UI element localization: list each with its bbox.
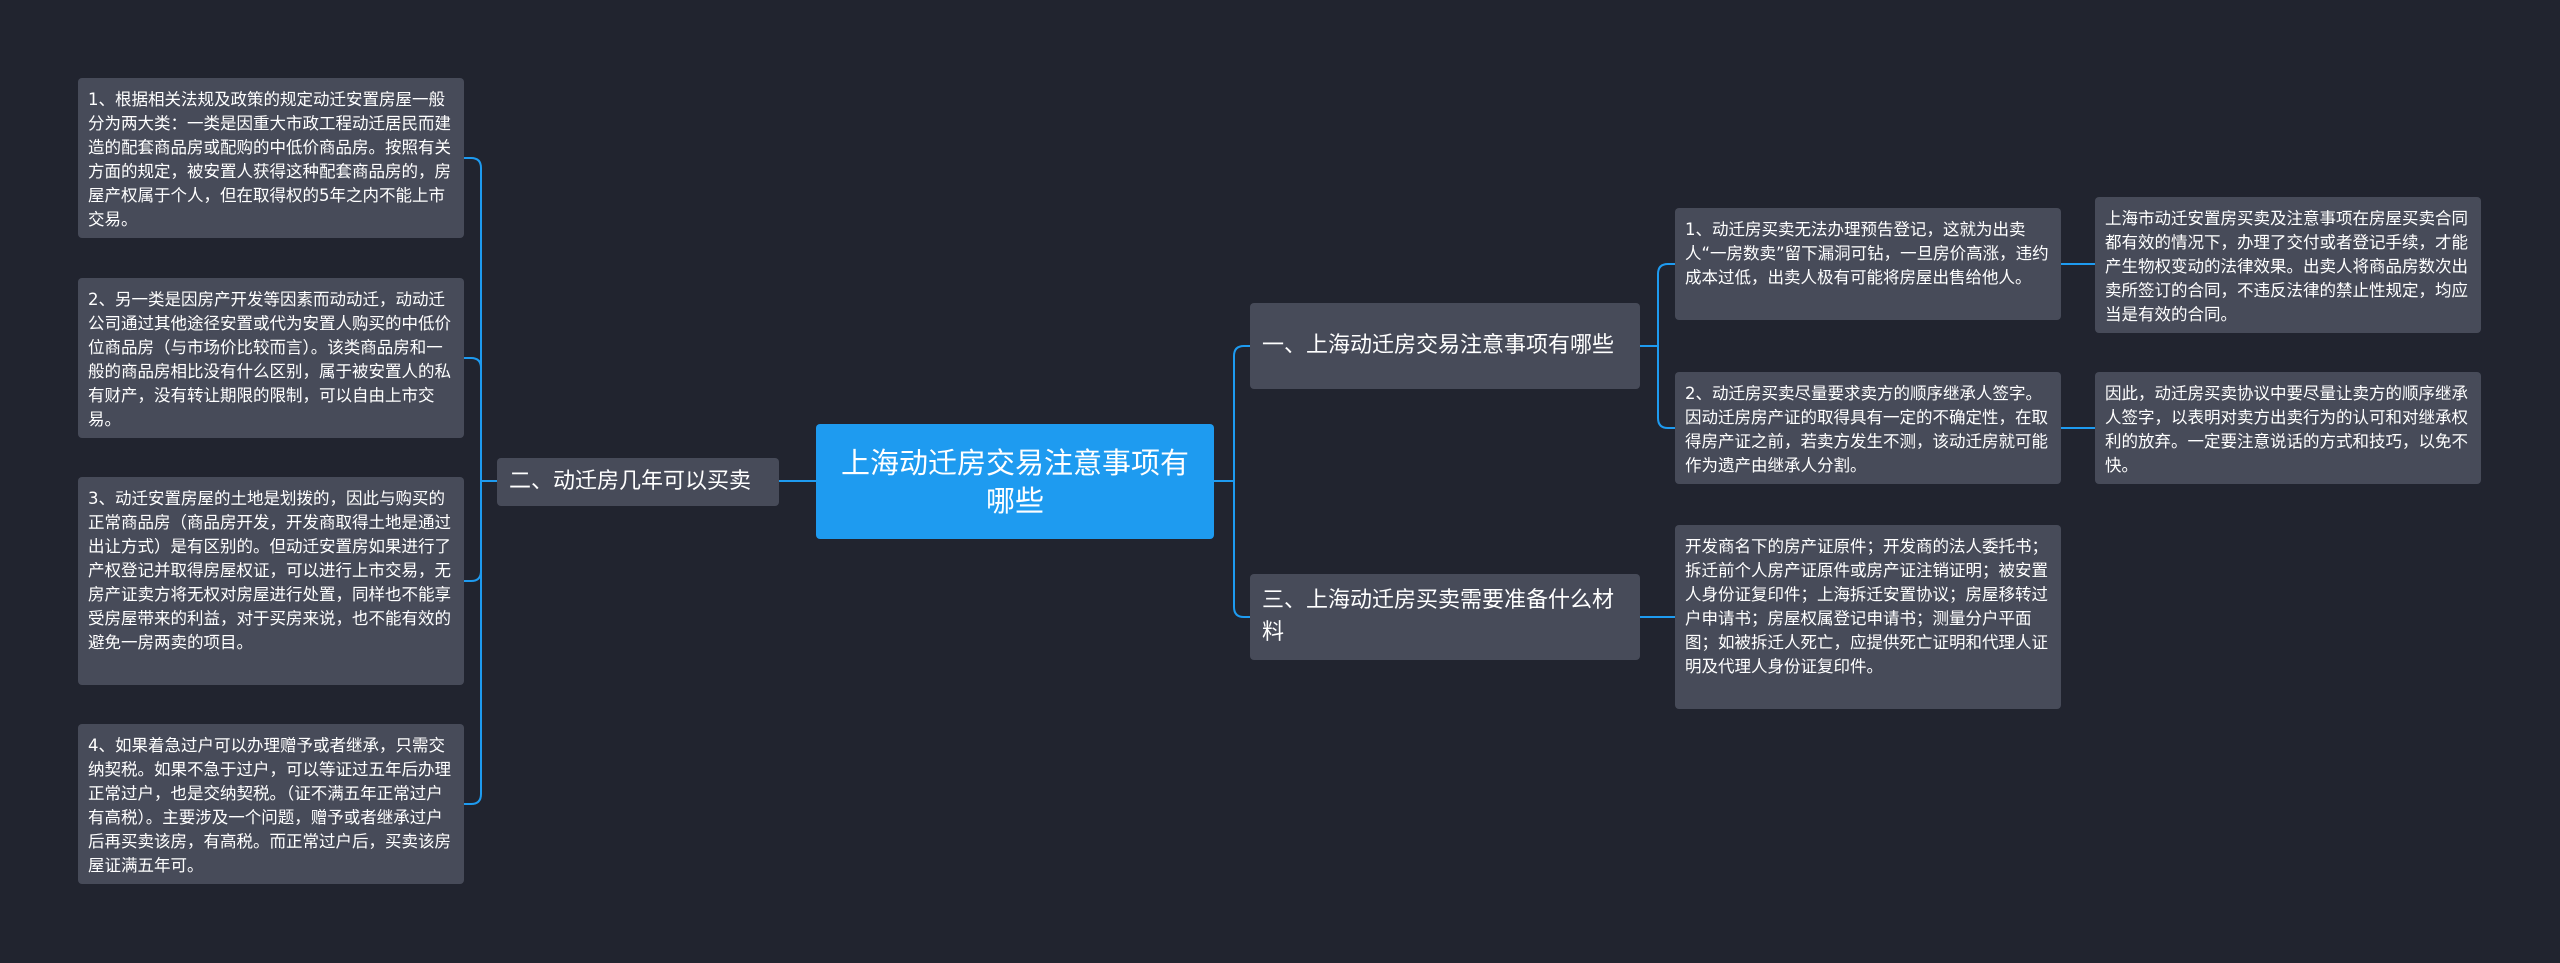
connector-left-leaf1 [464, 157, 497, 482]
leaf-right1-2[interactable]: 2、动迁房买卖尽量要求卖方的顺序继承人签字。因动迁房房产证的取得具有一定的不确定… [1675, 372, 2061, 484]
leaf-right2-1[interactable]: 开发商名下的房产证原件；开发商的法人委托书；拆迁前个人房产证原件或房产证注销证明… [1675, 525, 2061, 709]
leaf-left-2-text: 2、另一类是因房产开发等因素而动动迁，动动迁公司通过其他途径安置或代为安置人购买… [88, 290, 451, 429]
connector-right1-leaf2 [1640, 345, 1675, 429]
connector-root-right2 [1214, 480, 1250, 618]
leaf-right1-1-note[interactable]: 上海市动迁安置房买卖及注意事项在房屋买卖合同都有效的情况下，办理了交付或者登记手… [2095, 197, 2481, 333]
connector-left-leaf2 [464, 357, 497, 482]
leaf-left-3[interactable]: 3、动迁安置房屋的土地是划拨的，因此与购买的正常商品房（商品房开发，开发商取得土… [78, 477, 464, 685]
leaf-right1-1-note-text: 上海市动迁安置房买卖及注意事项在房屋买卖合同都有效的情况下，办理了交付或者登记手… [2105, 209, 2468, 324]
leaf-left-3-text: 3、动迁安置房屋的土地是划拨的，因此与购买的正常商品房（商品房开发，开发商取得土… [88, 489, 451, 652]
branch-precautions[interactable]: 一、上海动迁房交易注意事项有哪些 [1250, 303, 1640, 389]
branch-years-to-sell[interactable]: 二、动迁房几年可以买卖 [497, 458, 779, 506]
leaf-left-1-text: 1、根据相关法规及政策的规定动迁安置房屋一般分为两大类：一类是因重大市政工程动迁… [88, 90, 451, 229]
root-topic-label: 上海动迁房交易注意事项有哪些 [840, 445, 1189, 518]
leaf-right1-1-text: 1、动迁房买卖无法办理预告登记，这就为出卖人“一房数卖”留下漏洞可钻，一旦房价高… [1685, 220, 2049, 287]
leaf-right1-2-note[interactable]: 因此，动迁房买卖协议中要尽量让卖方的顺序继承人签字，以表明对卖方出卖行为的认可和… [2095, 372, 2481, 484]
leaf-right1-1[interactable]: 1、动迁房买卖无法办理预告登记，这就为出卖人“一房数卖”留下漏洞可钻，一旦房价高… [1675, 208, 2061, 320]
leaf-right1-2-text: 2、动迁房买卖尽量要求卖方的顺序继承人签字。因动迁房房产证的取得具有一定的不确定… [1685, 384, 2048, 475]
branch-precautions-label: 一、上海动迁房交易注意事项有哪些 [1262, 333, 1615, 358]
branch-materials-label: 三、上海动迁房买卖需要准备什么材料 [1262, 588, 1615, 645]
connector-right1-leaf1 [1640, 263, 1675, 347]
connector-left-leaf4 [464, 480, 497, 805]
root-topic[interactable]: 上海动迁房交易注意事项有哪些 [816, 424, 1214, 539]
branch-materials[interactable]: 三、上海动迁房买卖需要准备什么材料 [1250, 574, 1640, 660]
leaf-left-2[interactable]: 2、另一类是因房产开发等因素而动动迁，动动迁公司通过其他途径安置或代为安置人购买… [78, 278, 464, 438]
leaf-left-1[interactable]: 1、根据相关法规及政策的规定动迁安置房屋一般分为两大类：一类是因重大市政工程动迁… [78, 78, 464, 238]
leaf-left-4[interactable]: 4、如果着急过户可以办理赠予或者继承，只需交纳契税。如果不急于过户，可以等证过五… [78, 724, 464, 884]
branch-years-to-sell-label: 二、动迁房几年可以买卖 [509, 469, 752, 494]
connector-root-right1 [1214, 345, 1250, 482]
leaf-right2-1-text: 开发商名下的房产证原件；开发商的法人委托书；拆迁前个人房产证原件或房产证注销证明… [1685, 537, 2048, 676]
leaf-right1-2-note-text: 因此，动迁房买卖协议中要尽量让卖方的顺序继承人签字，以表明对卖方出卖行为的认可和… [2105, 384, 2468, 475]
leaf-left-4-text: 4、如果着急过户可以办理赠予或者继承，只需交纳契税。如果不急于过户，可以等证过五… [88, 736, 451, 875]
